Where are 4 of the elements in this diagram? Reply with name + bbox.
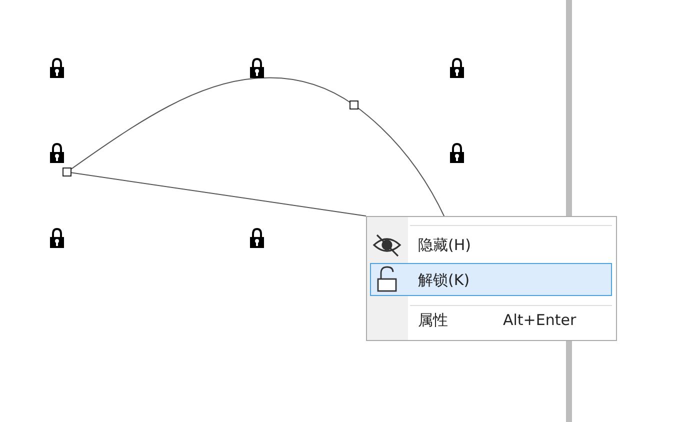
menu-item: 解锁(K)	[418, 271, 470, 289]
shortcut-text: Alt+Enter	[503, 311, 576, 329]
menu-item: 属性	[418, 311, 448, 329]
menu-item: 隐藏(H)	[418, 236, 471, 254]
